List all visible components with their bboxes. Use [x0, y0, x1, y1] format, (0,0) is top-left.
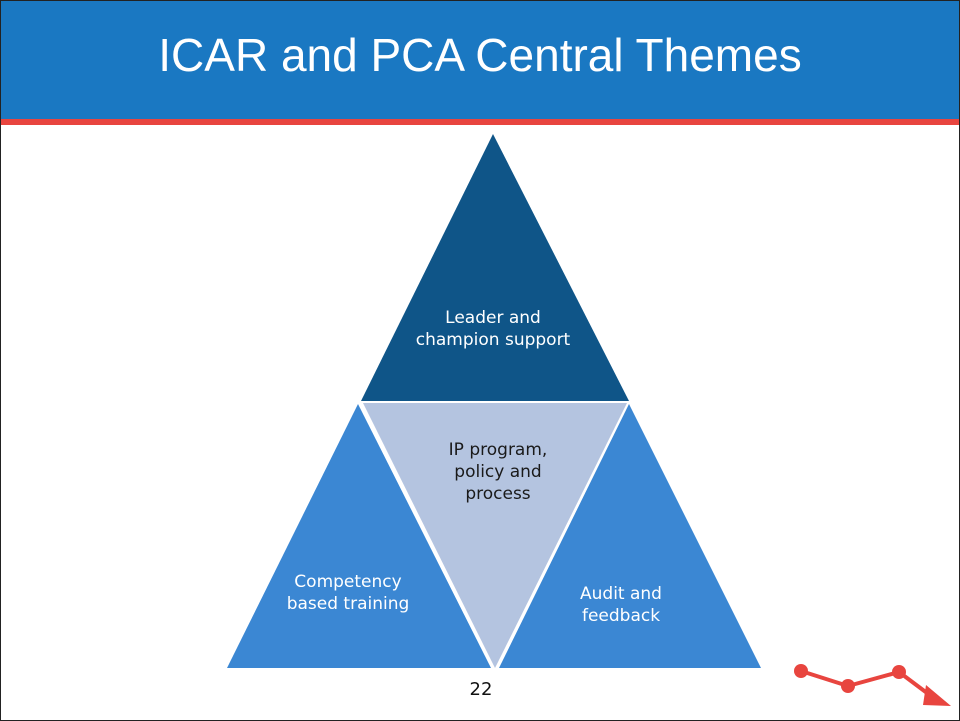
triangle-left-label: Competency based training: [286, 572, 410, 614]
slide-title: ICAR and PCA Central Themes: [158, 29, 802, 81]
triangle-right-label: Audit and feedback: [580, 584, 662, 626]
triangle-center: [363, 403, 627, 668]
triangle-right: [499, 404, 761, 668]
triangle-center-label: IP program, policy and process: [448, 440, 548, 504]
triangle-left: [227, 404, 491, 668]
triangle-top: [361, 134, 629, 401]
trend-line-arrow-icon: [794, 664, 951, 706]
accent-bar: [1, 119, 959, 125]
triangle-top-label: Leader and champion support: [415, 308, 571, 350]
title-banner: ICAR and PCA Central Themes: [1, 1, 959, 119]
page-number: 22: [469, 679, 493, 700]
